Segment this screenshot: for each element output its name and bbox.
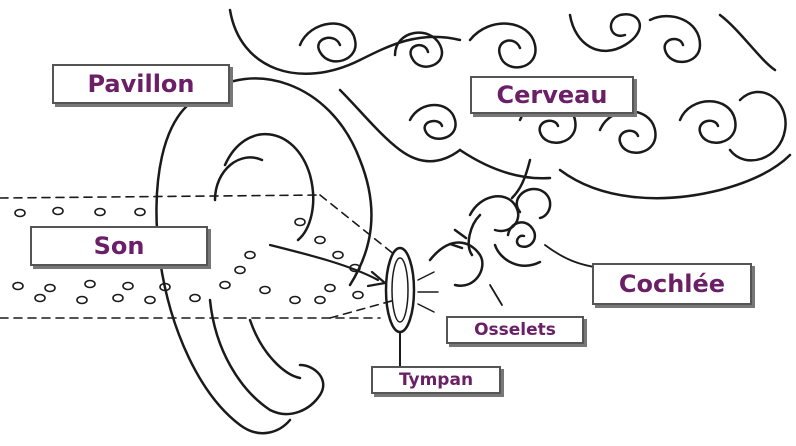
eardrum-illustration bbox=[386, 248, 438, 368]
label-osselets: Osselets bbox=[446, 316, 584, 344]
label-cerveau: Cerveau bbox=[470, 76, 634, 114]
label-son: Son bbox=[30, 226, 208, 266]
label-cochlee: Cochlée bbox=[592, 263, 752, 305]
label-pavillon: Pavillon bbox=[52, 64, 230, 104]
inner-ear-illustration bbox=[430, 160, 600, 305]
label-tympan: Tympan bbox=[371, 366, 501, 394]
